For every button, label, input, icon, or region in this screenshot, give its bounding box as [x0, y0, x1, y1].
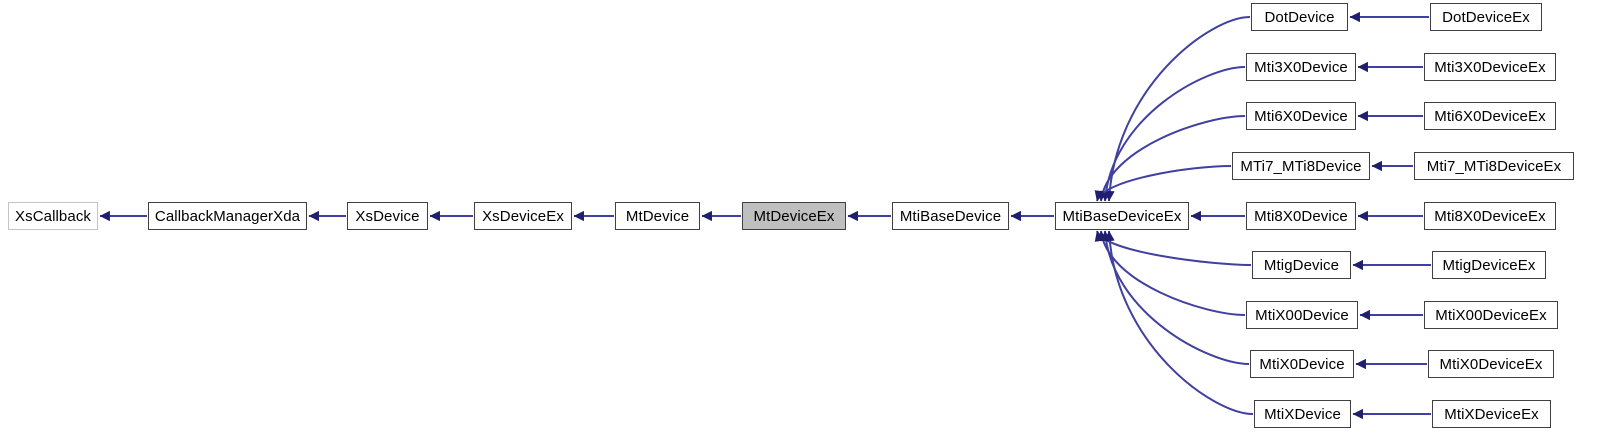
node-label: MTi7_MTi8Device: [1240, 157, 1362, 175]
node-label: MtigDevice: [1263, 256, 1340, 274]
node-label: MtiX00Device: [1255, 306, 1349, 324]
node-dotdevice[interactable]: DotDevice: [1251, 3, 1348, 31]
edge-mti7_mti8device-to-mtibasedeviceex: [1094, 165, 1232, 202]
node-label: Mti8X0DeviceEx: [1434, 207, 1546, 225]
node-xscallback[interactable]: XsCallback: [8, 202, 98, 230]
node-label: XsDevice: [355, 207, 420, 225]
edge-mtix0device-to-mtibasedeviceex: [1100, 230, 1250, 365]
node-label: DotDevice: [1264, 8, 1335, 26]
node-mtigdeviceex[interactable]: MtigDeviceEx: [1432, 251, 1546, 279]
edge-mtix00device-to-mtibasedeviceex: [1096, 230, 1246, 316]
node-label: MtiXDeviceEx: [1444, 405, 1539, 423]
node-mtix0deviceex[interactable]: MtiX0DeviceEx: [1428, 350, 1554, 378]
node-label: Mti3X0Device: [1254, 58, 1348, 76]
node-mti6x0deviceex[interactable]: Mti6X0DeviceEx: [1424, 102, 1556, 130]
node-mtix00device[interactable]: MtiX00Device: [1246, 301, 1358, 329]
node-callbackmanagerxda[interactable]: CallbackManagerXda: [148, 202, 307, 230]
node-xsdevice[interactable]: XsDevice: [347, 202, 428, 230]
node-mti3x0deviceex[interactable]: Mti3X0DeviceEx: [1424, 53, 1556, 81]
node-label: CallbackManagerXda: [154, 207, 301, 225]
edge-dotdevice-to-mtibasedeviceex: [1104, 16, 1251, 202]
node-mtixdevice[interactable]: MtiXDevice: [1254, 400, 1351, 428]
node-mti7_mti8device[interactable]: MTi7_MTi8Device: [1232, 152, 1370, 180]
node-label: MtiX00DeviceEx: [1435, 306, 1547, 324]
node-label: Mti8X0Device: [1254, 207, 1348, 225]
node-mtixdeviceex[interactable]: MtiXDeviceEx: [1432, 400, 1551, 428]
node-mti6x0device[interactable]: Mti6X0Device: [1246, 102, 1356, 130]
node-mtdevice[interactable]: MtDevice: [615, 202, 700, 230]
edge-mti6x0device-to-mtibasedeviceex: [1096, 115, 1246, 202]
node-label: DotDeviceEx: [1442, 8, 1530, 26]
edge-mtigdevice-to-mtibasedeviceex: [1094, 230, 1252, 266]
node-label: MtiX0DeviceEx: [1439, 355, 1543, 373]
node-xsdeviceex[interactable]: XsDeviceEx: [474, 202, 572, 230]
node-mtix0device[interactable]: MtiX0Device: [1250, 350, 1354, 378]
node-mti8x0deviceex[interactable]: Mti8X0DeviceEx: [1424, 202, 1556, 230]
node-label: Mti6X0DeviceEx: [1434, 107, 1546, 125]
edge-mti3x0device-to-mtibasedeviceex: [1100, 66, 1246, 202]
node-label: Mti7_MTi8DeviceEx: [1426, 157, 1562, 175]
node-label: MtDevice: [625, 207, 690, 225]
node-label: XsDeviceEx: [482, 207, 564, 225]
node-label: XsCallback: [14, 207, 92, 225]
node-dotdeviceex[interactable]: DotDeviceEx: [1430, 3, 1542, 31]
node-label: MtDeviceEx: [753, 207, 835, 225]
node-mtibasedeviceex[interactable]: MtiBaseDeviceEx: [1055, 202, 1189, 230]
node-label: MtiXDevice: [1264, 405, 1341, 423]
node-mtibasedevice[interactable]: MtiBaseDevice: [892, 202, 1009, 230]
node-label: Mti6X0Device: [1254, 107, 1348, 125]
node-mti7_mti8deviceex[interactable]: Mti7_MTi8DeviceEx: [1414, 152, 1574, 180]
node-label: MtiBaseDevice: [899, 207, 1002, 225]
node-label: MtigDeviceEx: [1442, 256, 1536, 274]
node-mti8x0device[interactable]: Mti8X0Device: [1246, 202, 1356, 230]
node-label: MtiX0Device: [1259, 355, 1345, 373]
node-label: MtiBaseDeviceEx: [1062, 207, 1182, 225]
node-mti3x0device[interactable]: Mti3X0Device: [1246, 53, 1356, 81]
node-label: Mti3X0DeviceEx: [1434, 58, 1546, 76]
node-mtdeviceex[interactable]: MtDeviceEx: [742, 202, 846, 230]
edge-mtixdevice-to-mtibasedeviceex: [1104, 230, 1254, 415]
node-mtix00deviceex[interactable]: MtiX00DeviceEx: [1424, 301, 1558, 329]
node-mtigdevice[interactable]: MtigDevice: [1252, 251, 1351, 279]
